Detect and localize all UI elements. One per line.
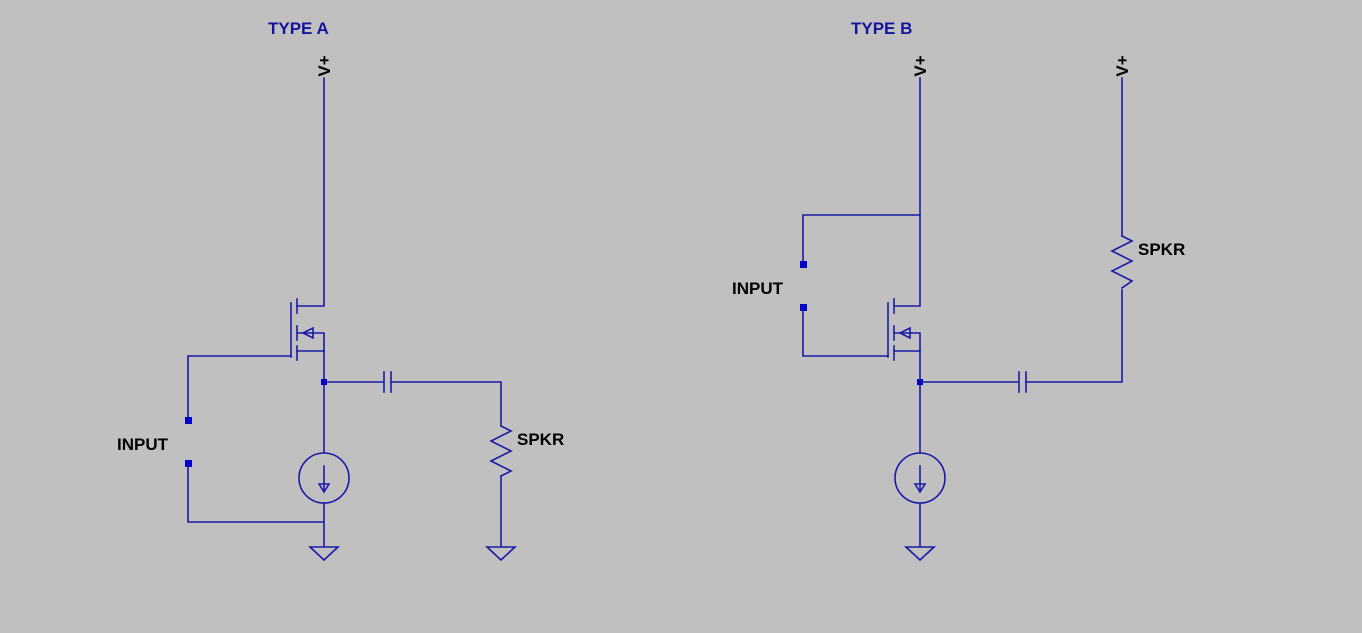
type-b-speaker-label: SPKR	[1138, 240, 1185, 259]
type-a-mosfet	[290, 298, 325, 361]
type-a-title: TYPE A	[268, 19, 329, 38]
type-a-drain-wire	[296, 77, 325, 307]
type-b-title: TYPE B	[851, 19, 912, 38]
type-a-input-terminal-top	[185, 417, 192, 424]
circuit-type-a: TYPE A V+ INPUT	[117, 19, 564, 562]
type-a-current-source	[298, 452, 350, 504]
type-b-speaker-return-wire	[1025, 289, 1123, 383]
circuit-type-b: TYPE B V+ V+ INPUT	[732, 19, 1185, 562]
type-b-input-label: INPUT	[732, 279, 784, 298]
type-a-input-label: INPUT	[117, 435, 169, 454]
type-a-capacitor	[383, 371, 392, 393]
type-b-drain-wire	[893, 77, 921, 307]
type-a-supply-label: V+	[315, 55, 334, 76]
type-b-input-terminal-top	[800, 261, 807, 268]
type-a-input-terminal-bottom	[185, 460, 192, 467]
type-a-speaker-label: SPKR	[517, 430, 564, 449]
type-a-speaker-ground-icon	[484, 546, 518, 562]
type-b-current-source	[894, 452, 946, 504]
type-b-input-feed-wire	[802, 214, 921, 265]
type-b-supply2-label: V+	[1113, 55, 1132, 76]
type-a-speaker-wire	[390, 381, 502, 427]
type-b-speaker-resistor	[1110, 234, 1134, 290]
type-b-supply-label: V+	[911, 55, 930, 76]
type-a-speaker-resistor	[489, 424, 513, 478]
type-b-input-terminal-bottom	[800, 304, 807, 311]
type-b-capacitor	[1018, 371, 1027, 393]
type-a-ground-icon	[307, 546, 341, 562]
type-a-gate-wire	[187, 355, 292, 420]
type-b-mosfet	[887, 298, 921, 361]
type-a-input-return-wire	[187, 465, 325, 523]
type-b-ground-icon	[903, 546, 937, 562]
type-b-gate-wire	[802, 309, 889, 357]
